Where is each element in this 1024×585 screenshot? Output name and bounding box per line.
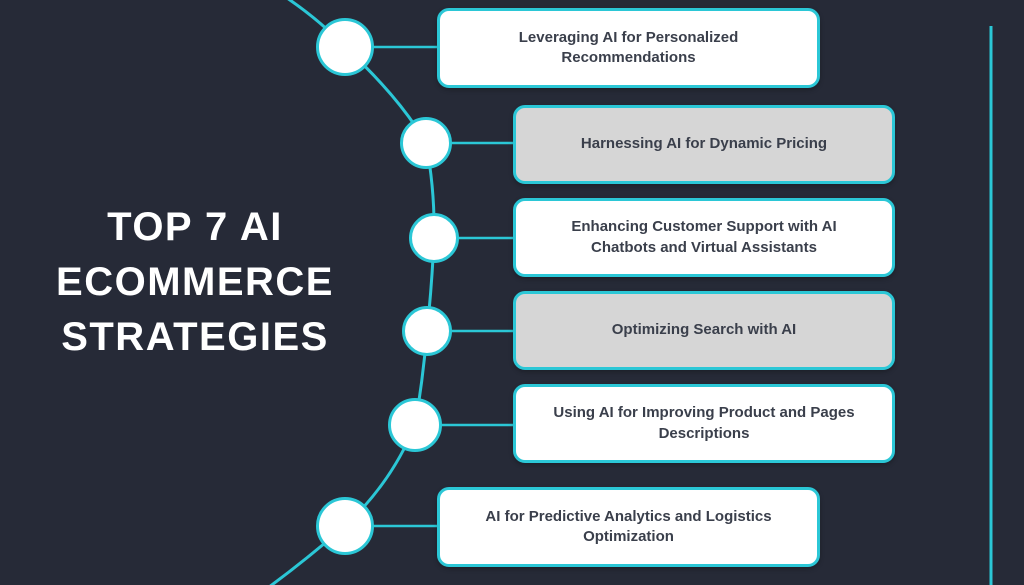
strategy-label-5: Using AI for Improving Product and Pages… xyxy=(553,404,855,442)
node-circle-4 xyxy=(402,306,452,356)
node-circle-6 xyxy=(316,497,374,555)
page-title-line-2: ECOMMERCE xyxy=(56,260,334,305)
strategy-label-2: Harnessing AI for Dynamic Pricing xyxy=(580,135,828,153)
strategy-box-6: AI for Predictive Analytics and Logistic… xyxy=(437,487,820,567)
node-circle-2 xyxy=(400,117,452,169)
strategy-box-3: Enhancing Customer Support with AI Chatb… xyxy=(513,198,895,277)
node-circle-5 xyxy=(388,398,442,452)
strategy-box-4: Optimizing Search with AI xyxy=(513,291,895,370)
page-title-line-1: TOP 7 AI xyxy=(107,205,283,249)
strategy-label-6: AI for Predictive Analytics and Logistic… xyxy=(485,507,772,545)
strategy-label-4: Optimizing Search with AI xyxy=(611,321,797,339)
strategy-box-1: Leveraging AI for Personalized Recommend… xyxy=(437,8,820,88)
node-circle-3 xyxy=(409,213,459,263)
strategy-label-1: Leveraging AI for Personalized Recommend… xyxy=(518,28,739,66)
node-circle-1 xyxy=(316,18,374,76)
page-title-line-3: STRATEGIES xyxy=(61,315,329,360)
page-title: TOP 7 AI ECOMMERCE STRATEGIES xyxy=(30,200,360,366)
strategy-box-2: Harnessing AI for Dynamic Pricing xyxy=(513,105,895,184)
strategy-box-5: Using AI for Improving Product and Pages… xyxy=(513,384,895,463)
strategy-label-3: Enhancing Customer Support with AI Chatb… xyxy=(571,218,837,256)
